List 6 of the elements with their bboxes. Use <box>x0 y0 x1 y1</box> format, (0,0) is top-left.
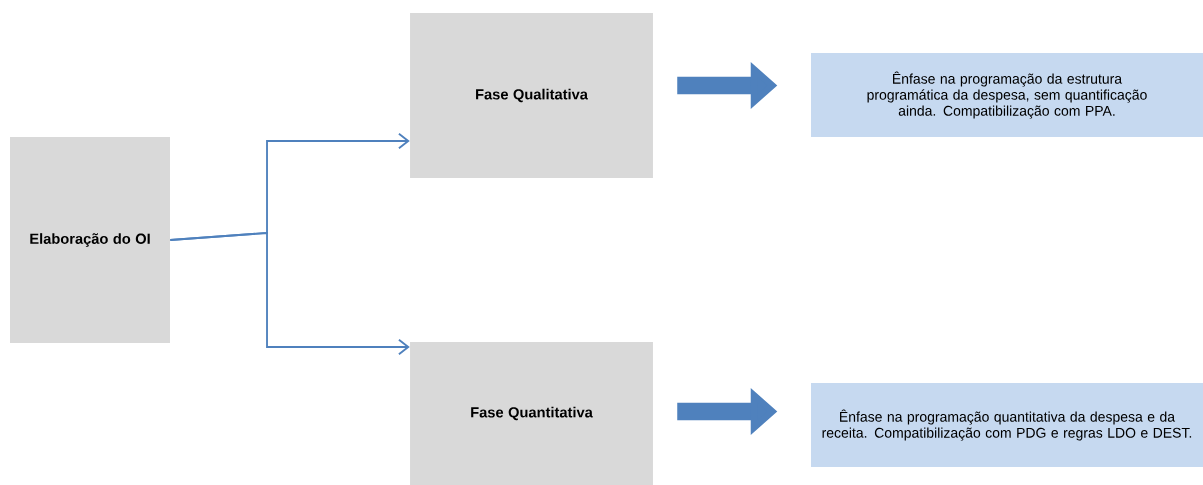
process-box: Elaboração do OI <box>10 137 170 343</box>
process-box: Fase Qualitativa <box>410 12 653 179</box>
note-box: Ênfase na programação da estrutura programática da despesa, sem quantificação ainda. Compatibilização com PPA. <box>811 53 1203 137</box>
arrow <box>169 232 410 356</box>
process-box: Fase Quantitativa <box>410 342 653 485</box>
note-box: Ênfase na programação quantitativa da despesa e da receita. Compatibilização com PDG e regras LDO e DEST. <box>811 383 1203 467</box>
